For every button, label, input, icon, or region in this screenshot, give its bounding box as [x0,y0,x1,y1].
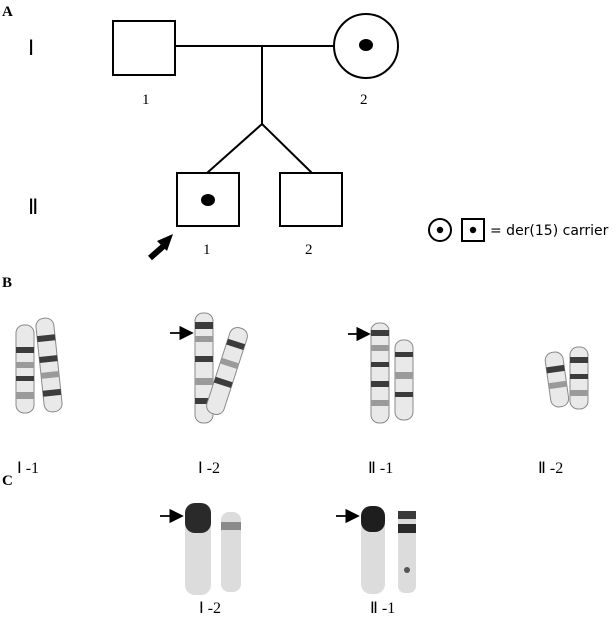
generation-label-2: Ⅱ [28,195,38,219]
karyotype-ii-2-pair [544,346,589,410]
carrier-dot-i-2 [359,39,373,51]
panel-label-a: A [2,4,13,20]
sibship-line-right [261,123,313,174]
individual-number-ii-1: 1 [203,242,211,258]
male-i-1-symbol [112,20,176,76]
karyotype-label-ii-1: Ⅱ -1 [368,460,393,477]
karyotype-label-ii-2: Ⅱ -2 [538,460,563,477]
carrier-dot-ii-1 [201,194,215,206]
sibship-line-left [206,123,263,174]
individual-number-i-1: 1 [142,92,150,108]
panel-label-c: C [2,473,13,489]
generation-label-1: Ⅰ [28,36,34,60]
karyotype-i-1-pair [15,317,63,414]
fish-label-ii-1: Ⅱ -1 [370,600,395,617]
legend-text: = der(15) carrier [490,223,609,239]
legend-female-dot [436,226,444,234]
karyotype-i-2-pair [194,312,248,424]
karyotype-label-i-1: Ⅰ -1 [17,460,39,477]
individual-number-ii-2: 2 [305,242,313,258]
karyotype-label-i-2: Ⅰ -2 [198,460,220,477]
fish-ii-1-pair [361,506,416,594]
fish-label-i-2: Ⅰ -2 [199,600,221,617]
proband-arrow-icon [148,234,173,261]
karyotype-ii-1-pair [370,322,414,424]
fish-i-2-pair [185,503,241,595]
panel-label-b: B [2,275,12,291]
male-ii-2-symbol [279,172,343,227]
legend-male-dot [469,226,477,234]
individual-number-i-2: 2 [360,92,368,108]
